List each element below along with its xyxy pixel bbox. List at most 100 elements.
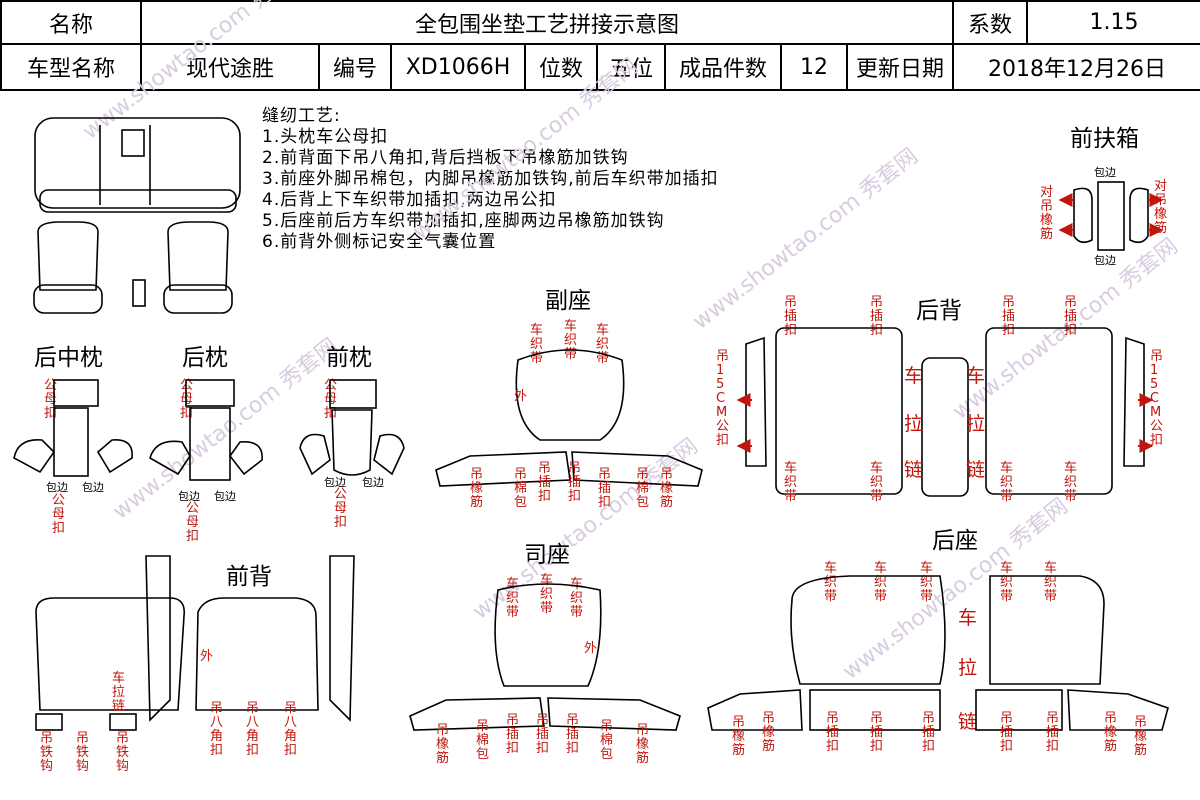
- armrest-pieces: 前扶箱 包边 包边 对吊橡筋 对吊橡筋: [1040, 126, 1167, 267]
- label-zipper-char: 拉: [904, 413, 923, 435]
- label-outer: 外: [584, 641, 597, 656]
- label-hang-hook: 吊铁钩: [40, 731, 53, 774]
- label-webbing: 车织带: [564, 318, 577, 362]
- model-value: 现代途胜: [140, 43, 320, 91]
- label-zipper-char: 车: [966, 365, 985, 387]
- label-zipper: 车拉链: [112, 670, 125, 714]
- date-value: 2018年12月26日: [952, 43, 1200, 91]
- label-hang-elastic: 吊橡筋: [762, 711, 775, 754]
- date-label: 更新日期: [845, 43, 955, 91]
- label-male-female-button: 公母扣: [52, 493, 65, 536]
- label-hang-button: 吊插扣: [568, 461, 581, 504]
- label-webbing: 车织带: [530, 322, 543, 366]
- label-webbing: 车织带: [784, 460, 797, 504]
- label-hang-button: 吊插扣: [826, 711, 839, 754]
- label-webbing: 车织带: [596, 322, 609, 366]
- part-title-rear-mid-headrest: 后中枕: [34, 345, 103, 371]
- label-hang-button: 吊插扣: [922, 711, 935, 754]
- label-male-female-button: 公母扣: [334, 487, 347, 530]
- label-edge-wrap: 包边: [324, 476, 346, 489]
- notes-title: 缝纫工艺:: [262, 106, 341, 126]
- label-edge-wrap: 包边: [178, 490, 200, 503]
- coef-value: 1.15: [1026, 0, 1200, 45]
- label-edge-wrap: 包边: [214, 490, 236, 503]
- label-hang-button: 吊插扣: [538, 461, 551, 504]
- label-outer: 外: [200, 649, 213, 664]
- watermark-text: www.showtao.com 秀套网: [688, 144, 922, 335]
- label-webbing: 车织带: [870, 460, 883, 504]
- label-zipper-char: 车: [904, 365, 923, 387]
- part-title-front-headrest: 前枕: [326, 345, 372, 371]
- label-zipper-char: 拉: [966, 413, 985, 435]
- sewing-notes: 缝纫工艺: 1.头枕车公母扣 2.前背面下吊八角扣,背后挡板下吊橡筋加铁钩 3.…: [262, 106, 719, 253]
- label-hang-octagon: 吊八角扣: [210, 701, 223, 758]
- label-edge-wrap: 包边: [1094, 254, 1116, 267]
- label-outer: 外: [514, 389, 527, 404]
- label-zipper-char: 车: [958, 607, 977, 629]
- label-hang-elastic: 吊橡筋: [470, 467, 483, 510]
- diagram-title: 全包围坐垫工艺拼接示意图: [139, 0, 955, 45]
- label-hang-button: 吊插扣: [1046, 711, 1059, 754]
- label-webbing: 车织带: [1000, 560, 1013, 604]
- label-hang-octagon: 吊八角扣: [246, 701, 259, 758]
- label-zipper-char: 链: [958, 711, 977, 733]
- label-hang-button: 吊插扣: [566, 713, 579, 756]
- note-5: 5.后座前后方车织带加插扣,座脚两边吊橡筋加铁钩: [262, 211, 665, 231]
- label-webbing: 车织带: [1064, 460, 1077, 504]
- label-hang-elastic: 吊橡筋: [1104, 711, 1117, 754]
- label-hang-cotton: 吊棉包: [514, 467, 527, 510]
- part-title-front-back: 前背: [226, 564, 272, 590]
- label-edge-wrap: 包边: [362, 476, 384, 489]
- label-webbing: 车织带: [1044, 560, 1057, 604]
- label-webbing: 车织带: [824, 560, 837, 604]
- driver-seat-pieces: 司座 车织带 车织带 车织带 外 吊橡筋 吊棉包 吊插扣 吊插扣 吊插扣 吊棉包…: [409, 542, 681, 766]
- label-edge-wrap: 包边: [82, 481, 104, 494]
- seats-value: 五位: [596, 43, 666, 91]
- label-pair-hang-elastic: 对吊橡筋: [1040, 185, 1053, 242]
- note-4: 4.后背上下车织带加插扣,两边吊公扣: [262, 190, 557, 210]
- label-zipper-char: 拉: [958, 657, 977, 679]
- label-edge-wrap: 包边: [46, 481, 68, 494]
- front-backrest-pieces: 前背 车拉链 外 吊八角扣 吊八角扣 吊八角扣 吊铁钩 吊铁钩 吊铁钩: [35, 555, 355, 774]
- label-hang-button: 吊插扣: [536, 713, 549, 756]
- part-title-rear-headrest: 后枕: [182, 345, 228, 371]
- label-webbing: 车织带: [920, 560, 933, 604]
- seats-label: 位数: [524, 43, 598, 91]
- part-title-rear-back: 后背: [916, 298, 962, 324]
- label-webbing: 车织带: [570, 576, 583, 620]
- label-zipper-char: 链: [904, 459, 923, 481]
- label-hang-button: 吊插扣: [598, 467, 611, 510]
- part-title-armrest: 前扶箱: [1070, 126, 1139, 152]
- label-hang-hook: 吊铁钩: [76, 731, 89, 774]
- label-hang-cotton: 吊棉包: [636, 467, 649, 510]
- note-1: 1.头枕车公母扣: [262, 127, 389, 147]
- code-value: XD1066H: [390, 43, 526, 91]
- label-hang-button: 吊插扣: [870, 711, 883, 754]
- model-label: 车型名称: [0, 43, 142, 91]
- label-male-female-button: 公母扣: [44, 378, 57, 421]
- label-webbing: 车织带: [1000, 460, 1013, 504]
- label-edge-wrap: 包边: [1094, 166, 1116, 179]
- label-hang-elastic: 吊橡筋: [732, 715, 745, 758]
- label-webbing: 车织带: [506, 576, 519, 620]
- name-label: 名称: [0, 0, 142, 45]
- header-table: 名称 全包围坐垫工艺拼接示意图 系数 1.15 车型名称 现代途胜 编号 XD1…: [0, 0, 1200, 91]
- label-hang-hook: 吊铁钩: [116, 731, 129, 774]
- label-hang-cotton: 吊棉包: [476, 719, 489, 762]
- headrest-pieces: 后中枕 公母扣 包边 包边 公母扣 后枕 公母扣 包边 包边 公母扣 前枕 公母…: [13, 345, 405, 544]
- watermark-text: www.showtao.com 秀套网: [78, 0, 312, 145]
- seat-overview-illustration: [33, 117, 241, 314]
- watermark-text: www.showtao.com 秀套网: [408, 54, 642, 245]
- label-hang-button: 吊插扣: [870, 295, 883, 338]
- label-hang-cotton: 吊棉包: [600, 719, 613, 762]
- note-3: 3.前座外脚吊棉包，内脚吊橡筋加铁钩,前后车织带加插扣: [262, 169, 719, 189]
- label-hang-elastic: 吊橡筋: [660, 467, 673, 510]
- label-hang-button: 吊插扣: [1000, 711, 1013, 754]
- label-hang-button: 吊插扣: [784, 295, 797, 338]
- label-male-female-button: 公母扣: [186, 501, 199, 544]
